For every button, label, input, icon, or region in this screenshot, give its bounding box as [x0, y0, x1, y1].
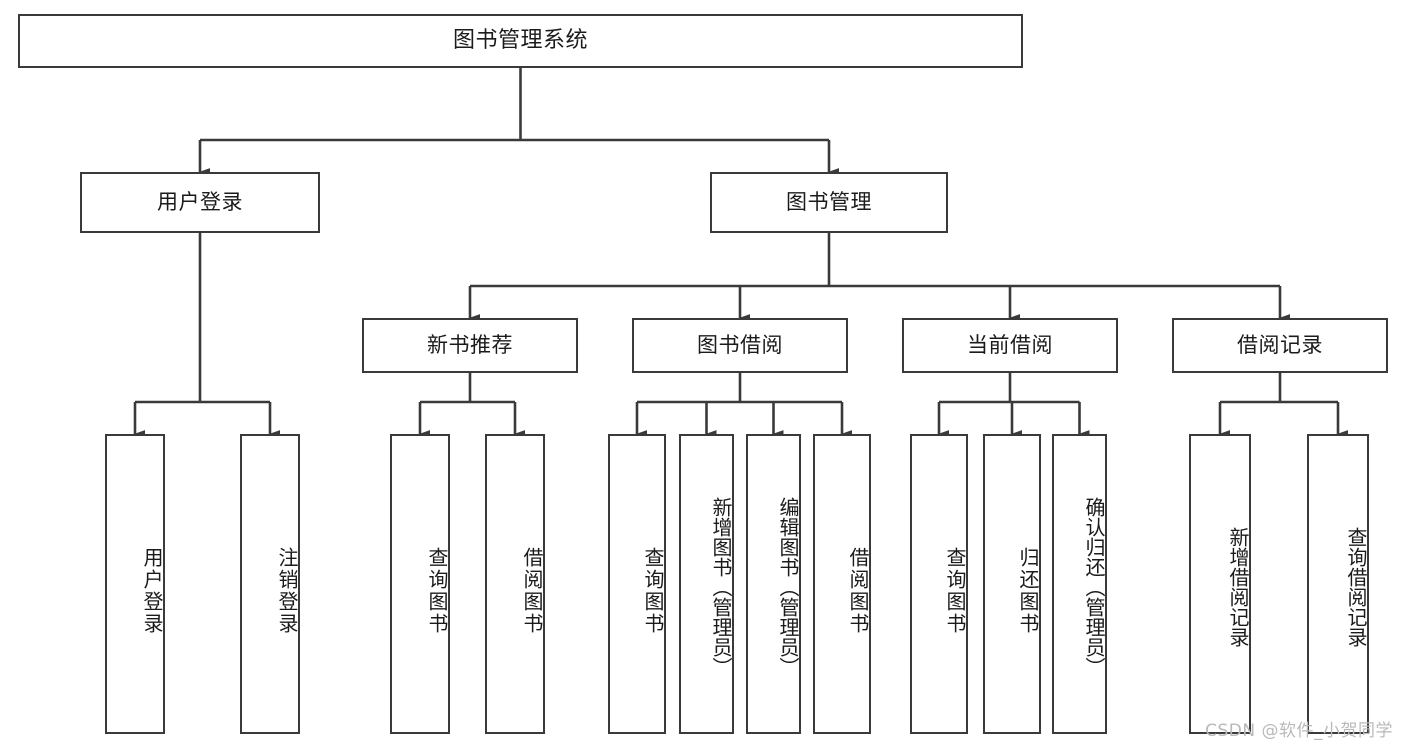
node-leaf-query-book-1-label: 查询图书 [425, 547, 449, 635]
node-user-login-label: 用户登录 [157, 190, 243, 215]
node-root[interactable]: 图书管理系统 [18, 14, 1023, 68]
node-leaf-confirm-return[interactable]: 确认归还（管理员） [1052, 434, 1107, 734]
node-book-manage[interactable]: 图书管理 [710, 172, 948, 233]
node-current-borrow[interactable]: 当前借阅 [902, 318, 1118, 373]
node-leaf-query-book-2-label: 查询图书 [641, 547, 665, 635]
node-leaf-edit-book[interactable]: 编辑图书（管理员） [746, 434, 801, 734]
node-leaf-query-book-3-label: 查询图书 [943, 547, 967, 635]
node-leaf-query-record[interactable]: 查询借阅记录 [1307, 434, 1369, 734]
node-leaf-query-record-label: 查询借阅记录 [1344, 527, 1368, 647]
node-leaf-query-book-1[interactable]: 查询图书 [390, 434, 450, 734]
node-new-book-rec-label: 新书推荐 [427, 333, 513, 358]
node-leaf-add-book[interactable]: 新增图书（管理员） [679, 434, 734, 734]
node-leaf-logout-label: 注销登录 [275, 547, 299, 635]
node-leaf-return-book-label: 归还图书 [1016, 547, 1040, 635]
node-leaf-logout[interactable]: 注销登录 [240, 434, 300, 734]
node-leaf-user-login-label: 用户登录 [140, 547, 164, 635]
node-leaf-query-book-2[interactable]: 查询图书 [608, 434, 666, 734]
node-leaf-add-record-label: 新增借阅记录 [1226, 527, 1250, 647]
node-book-borrow[interactable]: 图书借阅 [632, 318, 848, 373]
node-leaf-add-book-label: 新增图书（管理员） [709, 497, 733, 677]
node-leaf-confirm-return-label: 确认归还（管理员） [1082, 497, 1106, 677]
node-current-borrow-label: 当前借阅 [967, 333, 1053, 358]
node-new-book-rec[interactable]: 新书推荐 [362, 318, 578, 373]
node-leaf-return-book[interactable]: 归还图书 [983, 434, 1041, 734]
node-leaf-user-login[interactable]: 用户登录 [105, 434, 165, 734]
node-root-label: 图书管理系统 [452, 28, 588, 54]
node-leaf-borrow-book-1[interactable]: 借阅图书 [485, 434, 545, 734]
node-borrow-record-label: 借阅记录 [1237, 333, 1323, 358]
node-leaf-query-book-3[interactable]: 查询图书 [910, 434, 968, 734]
node-user-login[interactable]: 用户登录 [80, 172, 320, 233]
node-book-borrow-label: 图书借阅 [697, 333, 783, 358]
csdn-watermark: CSDN @软件_小贺同学 [1205, 721, 1393, 741]
node-leaf-edit-book-label: 编辑图书（管理员） [776, 497, 800, 677]
node-leaf-borrow-book-2-label: 借阅图书 [846, 547, 870, 635]
node-leaf-add-record[interactable]: 新增借阅记录 [1189, 434, 1251, 734]
node-leaf-borrow-book-1-label: 借阅图书 [520, 547, 544, 635]
node-book-manage-label: 图书管理 [786, 190, 872, 215]
node-leaf-borrow-book-2[interactable]: 借阅图书 [813, 434, 871, 734]
node-borrow-record[interactable]: 借阅记录 [1172, 318, 1388, 373]
